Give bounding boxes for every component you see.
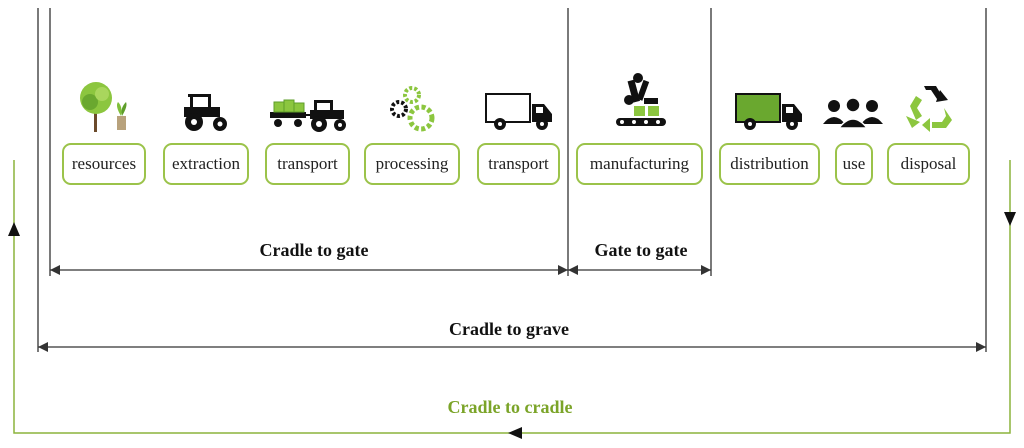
tree-icon <box>80 82 127 132</box>
recycle-icon <box>906 86 952 132</box>
stage-manufacturing: manufacturing <box>576 143 703 185</box>
people-icon <box>823 98 883 129</box>
truck-icon <box>485 93 552 130</box>
gate-to-gate-arrow <box>568 265 711 275</box>
stage-label: disposal <box>900 154 957 173</box>
cradle-to-gate-label: Cradle to gate <box>259 240 369 260</box>
cradle-to-cradle-loop <box>8 160 1016 439</box>
gate-to-gate-label: Gate to gate <box>594 240 688 260</box>
cradle-to-grave-arrow <box>38 342 986 352</box>
stage-label: transport <box>488 154 549 173</box>
stage-label: use <box>842 154 866 173</box>
tractor-trailer-icon <box>270 99 346 132</box>
stage-label: distribution <box>730 154 809 173</box>
robot-arm-icon <box>616 73 666 126</box>
gears-icon <box>390 86 435 132</box>
delivery-truck-icon <box>735 93 802 130</box>
cradle-to-grave-label: Cradle to grave <box>449 319 569 339</box>
stage-transport-1: transport <box>265 143 350 185</box>
stage-resources: resources <box>62 143 146 185</box>
cradle-to-gate-arrow <box>50 265 568 275</box>
stage-distribution: distribution <box>719 143 820 185</box>
stage-label: resources <box>71 154 137 173</box>
stage-extraction: extraction <box>163 143 249 185</box>
stage-label: transport <box>277 154 338 173</box>
stage-use: use <box>835 143 873 185</box>
stage-disposal: disposal <box>887 143 970 185</box>
stage-label: processing <box>375 154 449 173</box>
stage-transport-2: transport <box>477 143 560 185</box>
stage-processing: processing <box>364 143 460 185</box>
stage-label: manufacturing <box>589 154 690 173</box>
cradle-to-cradle-label: Cradle to cradle <box>447 397 573 417</box>
tractor-icon <box>184 94 227 131</box>
stage-label: extraction <box>172 154 240 173</box>
